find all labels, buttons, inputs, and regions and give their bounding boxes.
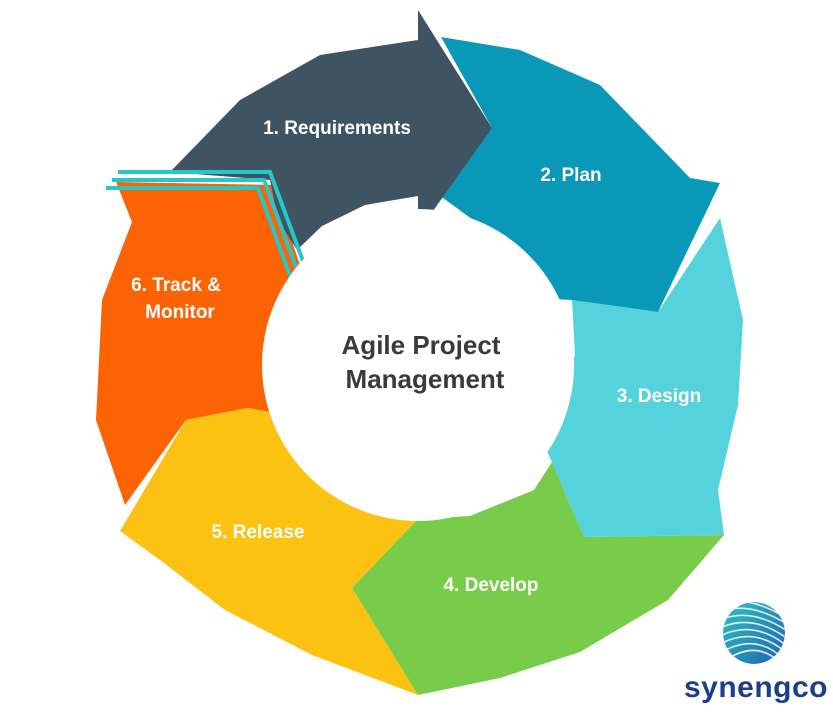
segment-track-monitor	[96, 182, 310, 505]
synengco-logo: synengco	[684, 602, 828, 704]
segment-release	[120, 408, 418, 695]
label-design: 3. Design	[617, 386, 701, 407]
accent-stripes	[106, 170, 312, 293]
center-hub	[262, 209, 574, 521]
segment-design	[536, 218, 743, 537]
label-track-monitor-line2: Monitor	[145, 302, 215, 323]
center-title-line1: Agile Project	[342, 330, 501, 360]
label-plan: 2. Plan	[540, 165, 601, 186]
center-title-line2: Management	[346, 364, 505, 394]
segment-requirements	[170, 10, 492, 250]
label-track-monitor-line1: 6. Track &	[131, 275, 221, 296]
segment-develop	[352, 462, 724, 695]
logo-text: synengco	[684, 671, 828, 704]
label-develop: 4. Develop	[443, 575, 538, 596]
label-requirements: 1. Requirements	[263, 118, 411, 139]
label-release: 5. Release	[212, 522, 305, 543]
striped-globe-icon	[723, 602, 785, 664]
